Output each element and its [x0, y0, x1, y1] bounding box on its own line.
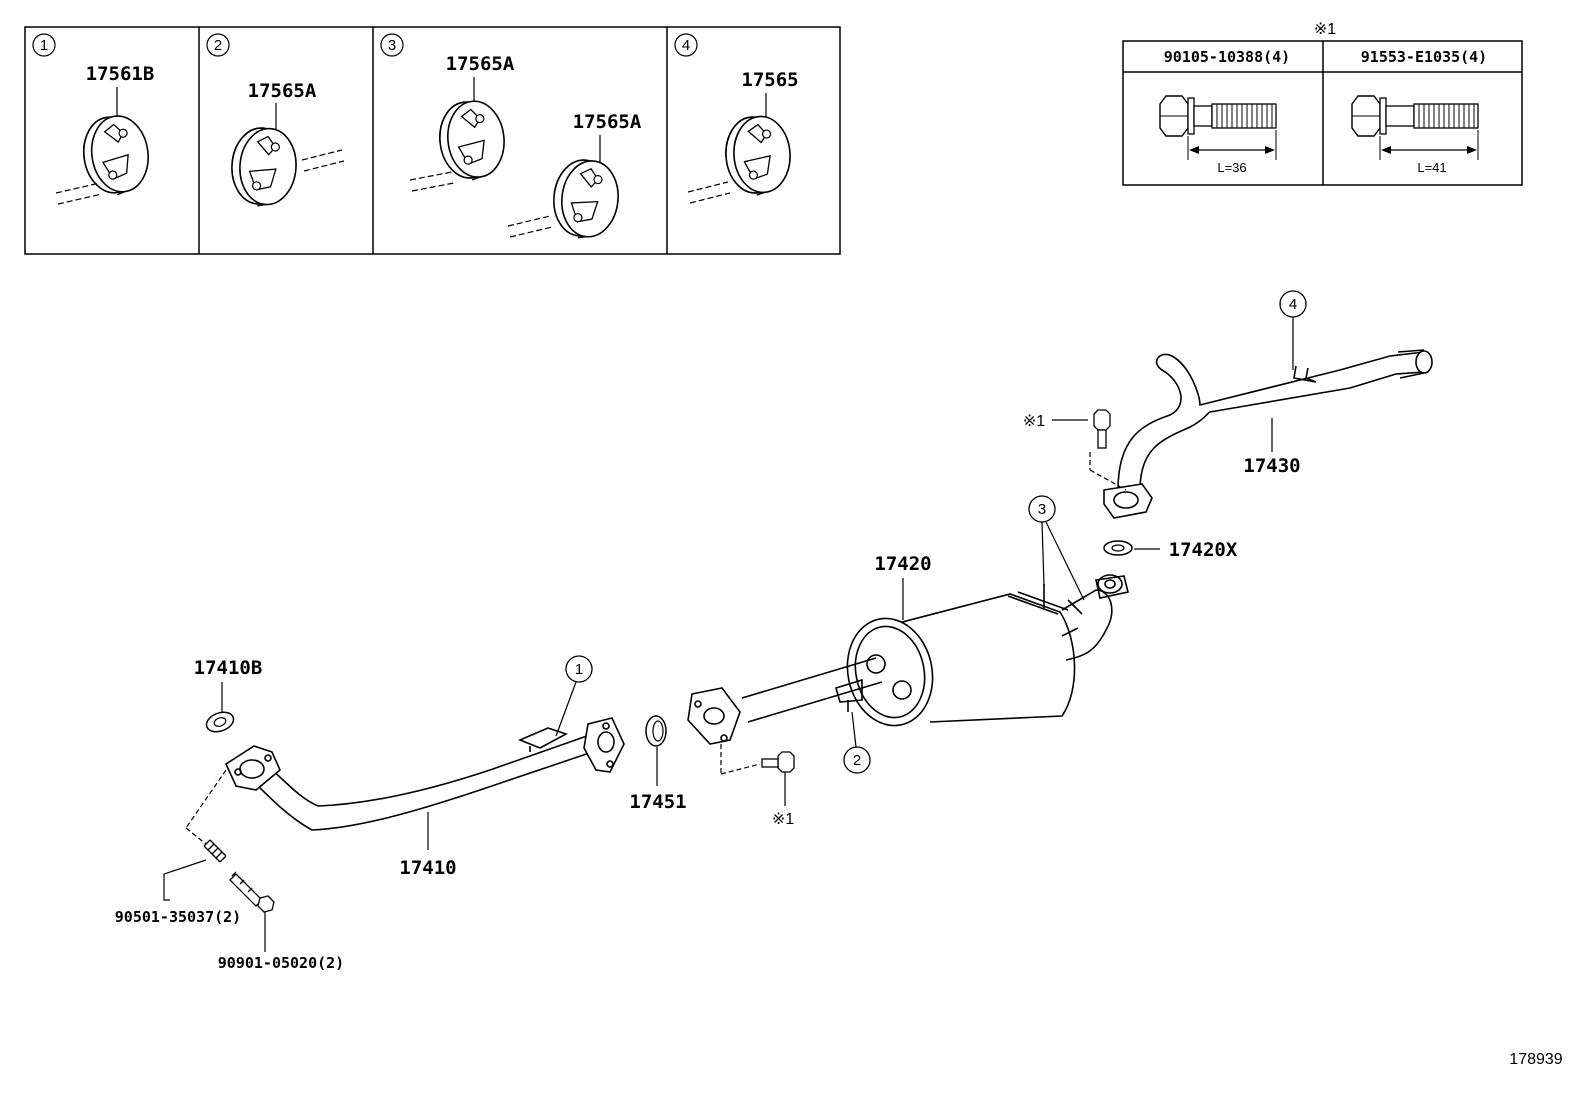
- bolt-length-label: L=41: [1417, 160, 1446, 175]
- flange-bolt-icon: L=41: [1351, 95, 1479, 175]
- callout-circle-number: 2: [853, 752, 861, 769]
- flange-bolt-icon: [1093, 409, 1111, 449]
- callout-circle-number: 4: [1289, 296, 1297, 313]
- legend-part-label: 17565A: [446, 53, 515, 75]
- callout-17420x: 17420X: [1169, 539, 1238, 561]
- legend-box-4: 4 17565: [674, 33, 799, 204]
- legend-index: 1: [40, 37, 48, 54]
- callout-circle-number: 3: [1038, 501, 1046, 518]
- bolt-table-header: 91553-E1035(4): [1361, 48, 1487, 66]
- legend-panel: [24, 26, 841, 255]
- legend-index-circle: [380, 33, 404, 57]
- bolt-table-header: 90105-10388(4): [1164, 48, 1290, 66]
- legend-index-circle: [32, 33, 56, 57]
- bolt-mark-upper: ※1: [1023, 413, 1045, 430]
- front-pipe: [224, 717, 625, 831]
- legend-index: 3: [388, 37, 396, 54]
- legend-index: 2: [214, 37, 222, 54]
- rubber-hanger-icon: [549, 156, 623, 243]
- gasket-icon: [645, 715, 667, 747]
- legend-index-circle: [674, 33, 698, 57]
- gasket-icon: [1103, 540, 1133, 556]
- diagram-code: 178939: [1509, 1051, 1562, 1068]
- callout-circle: [843, 746, 871, 774]
- callout-17410: 17410: [399, 857, 456, 879]
- rubber-hanger-icon: [228, 125, 300, 210]
- rubber-hanger-icon: [722, 113, 794, 198]
- flange-bolt-icon: L=36: [1159, 95, 1277, 175]
- callout-90901: 90901-05020(2): [218, 954, 344, 972]
- legend-index-circle: [206, 33, 230, 57]
- callout-17430: 17430: [1243, 455, 1300, 477]
- legend-index: 4: [682, 37, 690, 54]
- legend-part-label: 17565A: [573, 111, 642, 133]
- bolt-mark-lower: ※1: [772, 811, 794, 828]
- bolt-table-marker: ※1: [1314, 21, 1336, 38]
- callout-circle-number: 1: [575, 661, 583, 678]
- legend-box-1: 1 17561B: [32, 33, 155, 205]
- callout-circle: [565, 655, 593, 683]
- rubber-hanger-icon: [78, 111, 155, 200]
- callout-17410b: 17410B: [194, 657, 263, 679]
- callout-17451: 17451: [629, 791, 686, 813]
- legend-box-2: 2 17565A: [206, 33, 345, 210]
- callout-17420: 17420: [874, 553, 931, 575]
- legend-box-3: 3 17565A 17565A: [380, 33, 642, 243]
- legend-part-label: 17561B: [86, 63, 155, 85]
- tail-pipe: [1103, 349, 1433, 519]
- callout-90501: 90501-35037(2): [115, 908, 241, 926]
- rubber-hanger-icon: [435, 97, 509, 184]
- center-muffler: [687, 574, 1129, 745]
- flange-bolt-icon: [761, 751, 795, 773]
- legend-part-label: 17565A: [248, 80, 317, 102]
- compression-spring-icon: [203, 839, 227, 863]
- legend-part-label: 17565: [741, 69, 798, 91]
- gasket-icon: [205, 711, 235, 733]
- bolt-length-label: L=36: [1217, 160, 1246, 175]
- bolt-table: ※1 90105-10388(4) 91553-E1035(4): [1122, 21, 1523, 186]
- spring-bolt-icon: [229, 871, 275, 913]
